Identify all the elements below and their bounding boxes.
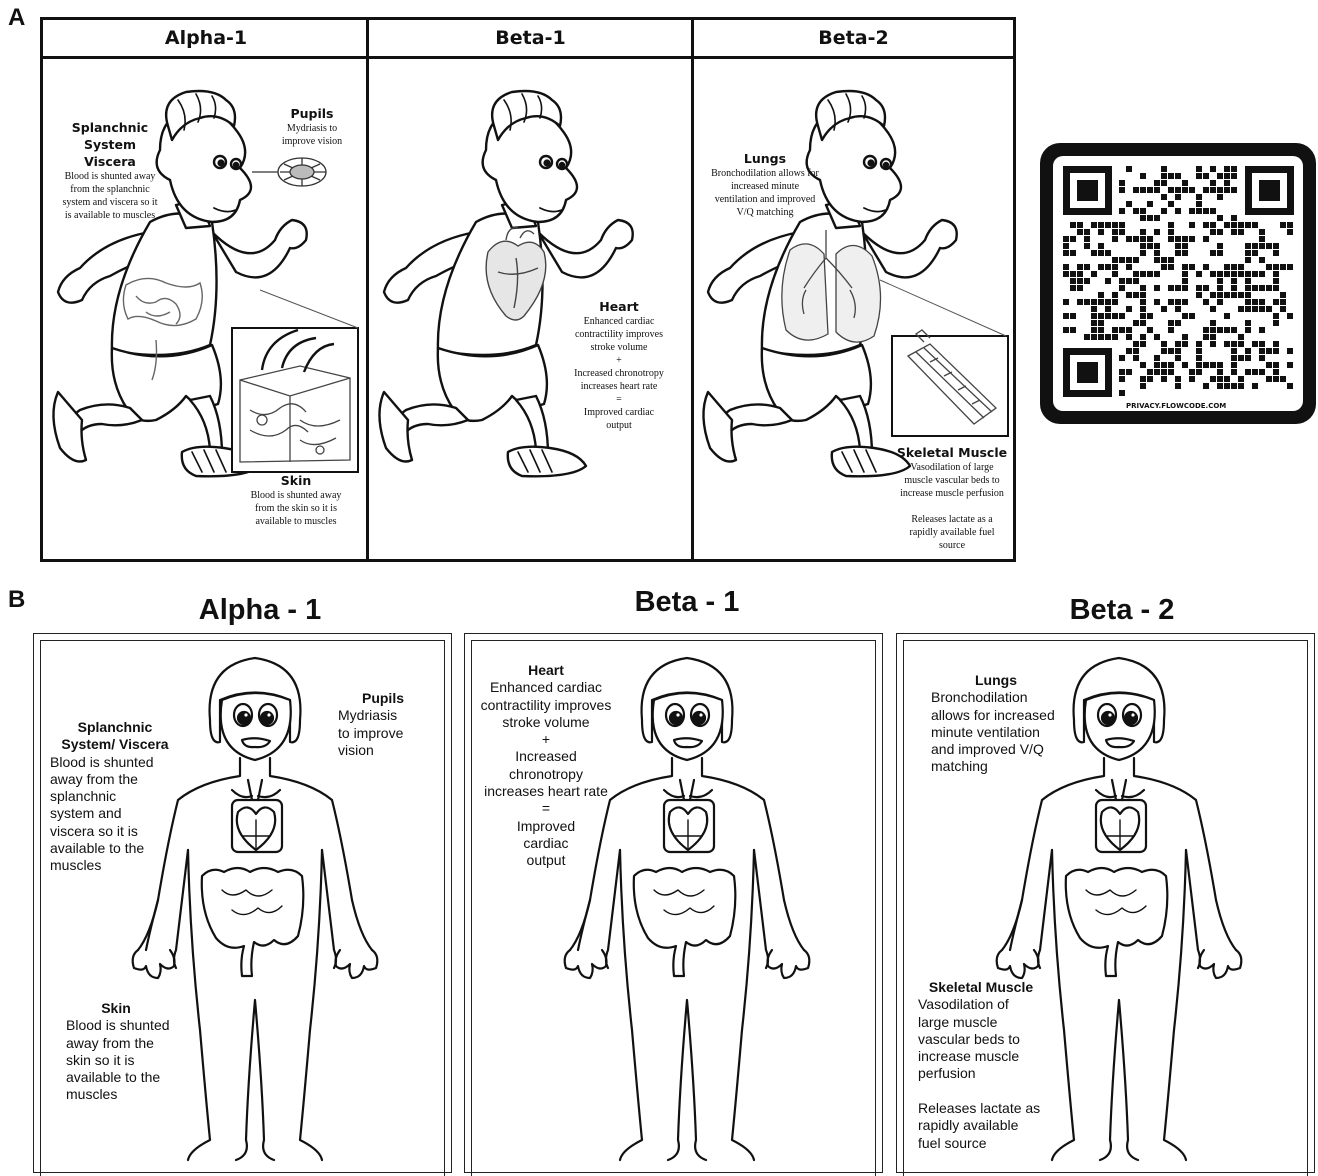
b-heart-title: Heart — [474, 662, 618, 679]
b-splanchnic-label: Splanchnic System/ Viscera Blood is shun… — [50, 719, 180, 875]
b-pupils-title: Pupils — [338, 690, 428, 707]
b-muscle-label: Skeletal Muscle Vasodilation of large mu… — [918, 979, 1068, 1152]
b-lungs-label: Lungs Bronchodilation allows for increas… — [931, 672, 1071, 776]
b-heart-label: Heart Enhanced cardiac contractility imp… — [474, 662, 618, 870]
b-splanchnic-text: Blood is shunted away from the splanchni… — [50, 754, 180, 875]
b-skin-label: Skin Blood is shunted away from the skin… — [66, 1000, 196, 1104]
b-heart-text: Enhanced cardiac contractility improves … — [474, 679, 618, 869]
b-splanchnic-title: Splanchnic System/ Viscera — [50, 719, 180, 754]
b-pupils-label: Pupils Mydriasis to improve vision — [338, 690, 428, 759]
b-skin-title: Skin — [66, 1000, 166, 1017]
b-muscle-text: Vasodilation of large muscle vascular be… — [918, 996, 1068, 1152]
b-pupils-text: Mydriasis to improve vision — [338, 707, 428, 759]
b-lungs-text: Bronchodilation allows for increased min… — [931, 689, 1071, 775]
b-lungs-title: Lungs — [931, 672, 1061, 689]
b-muscle-title: Skeletal Muscle — [918, 979, 1044, 996]
b-skin-text: Blood is shunted away from the skin so i… — [66, 1017, 196, 1103]
